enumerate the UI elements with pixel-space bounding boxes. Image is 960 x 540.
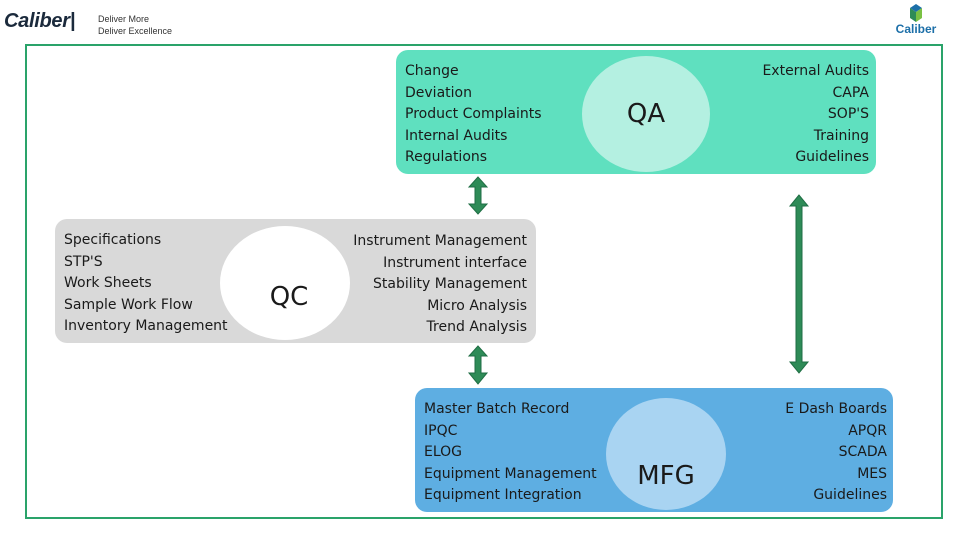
list-item: SOP'S bbox=[827, 106, 869, 123]
qc-circle: QC bbox=[220, 226, 350, 340]
arrow-qc-mfg bbox=[467, 345, 489, 385]
list-item: Trend Analysis bbox=[426, 319, 527, 336]
list-item: Deviation bbox=[405, 84, 472, 101]
list-item: Master Batch Record bbox=[424, 401, 570, 417]
mfg-circle: MFG bbox=[606, 398, 726, 510]
list-item: Guidelines bbox=[813, 487, 887, 504]
list-item: Micro Analysis bbox=[427, 297, 527, 314]
qc-label: QC bbox=[269, 282, 309, 312]
mfg-left-list: Master Batch Record IPQC ELOG Equipment … bbox=[424, 399, 597, 507]
list-item: Inventory Management bbox=[64, 318, 228, 335]
list-item: Training bbox=[813, 127, 869, 144]
list-item: Instrument interface bbox=[383, 254, 527, 271]
list-item: Equipment Integration bbox=[424, 487, 582, 504]
list-item: Instrument Management bbox=[353, 233, 527, 249]
list-item: Stability Management bbox=[373, 276, 527, 293]
caliber-logo-wordmark: Caliber bbox=[895, 22, 937, 36]
list-item: ELOG bbox=[424, 444, 463, 461]
list-item: Internal Audits bbox=[405, 127, 508, 144]
list-item: Work Sheets bbox=[64, 275, 152, 292]
qc-left-list: Specifications STP'S Work Sheets Sample … bbox=[64, 230, 228, 338]
list-item: E Dash Boards bbox=[785, 401, 887, 417]
list-item: SCADA bbox=[838, 444, 887, 461]
list-item: External Audits bbox=[762, 63, 869, 79]
list-item: Sample Work Flow bbox=[64, 296, 193, 313]
qa-label: QA bbox=[626, 99, 666, 129]
list-item: Guidelines bbox=[795, 149, 869, 166]
list-item: Specifications bbox=[64, 232, 162, 248]
caliber-logo-icon bbox=[910, 4, 922, 22]
list-item: Regulations bbox=[405, 149, 488, 166]
qa-left-list: Change Deviation Product Complaints Inte… bbox=[405, 61, 542, 169]
list-item: STP'S bbox=[64, 253, 103, 270]
list-item: MES bbox=[857, 465, 887, 482]
list-item: APQR bbox=[848, 422, 887, 439]
list-item: CAPA bbox=[832, 84, 869, 101]
caliber-logo-text: Caliber| bbox=[4, 10, 75, 32]
list-item: IPQC bbox=[424, 422, 458, 439]
qa-right-list: External Audits CAPA SOP'S Training Guid… bbox=[720, 61, 869, 169]
mfg-right-list: E Dash Boards APQR SCADA MES Guidelines bbox=[740, 399, 887, 507]
mfg-label: MFG bbox=[637, 461, 695, 491]
arrow-qa-mfg bbox=[788, 194, 810, 374]
list-item: Change bbox=[405, 63, 459, 79]
tagline: Deliver More Deliver Excellence bbox=[98, 13, 172, 37]
list-item: Equipment Management bbox=[424, 465, 597, 482]
qc-right-list: Instrument Management Instrument interfa… bbox=[336, 231, 527, 339]
diagram-frame bbox=[25, 44, 943, 519]
list-item: Product Complaints bbox=[405, 106, 542, 123]
caliber-logo: Caliber bbox=[888, 4, 944, 40]
tagline-line-2: Deliver Excellence bbox=[98, 26, 173, 36]
arrow-qa-qc bbox=[467, 176, 489, 215]
tagline-line-1: Deliver More bbox=[98, 14, 150, 24]
qa-circle: QA bbox=[582, 56, 710, 172]
